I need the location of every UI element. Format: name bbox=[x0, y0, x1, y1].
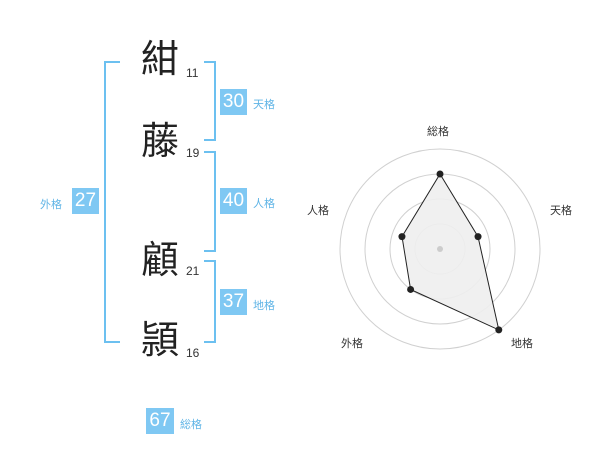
jinkaku-label: 人格 bbox=[253, 197, 275, 210]
chikaku-bracket bbox=[204, 260, 216, 343]
radar-point-1 bbox=[436, 170, 444, 178]
soukaku-value: 67 bbox=[146, 408, 174, 434]
name-char-4-strokes: 16 bbox=[186, 346, 200, 360]
chikaku-label: 地格 bbox=[253, 299, 275, 312]
gaikaku-value: 27 bbox=[72, 188, 99, 214]
chikaku-value: 37 bbox=[220, 289, 247, 315]
jinkaku-value: 40 bbox=[220, 188, 247, 214]
radar-point-3 bbox=[495, 326, 503, 334]
name-char-1: 紺 bbox=[141, 37, 180, 81]
radar-center-dot bbox=[437, 246, 443, 252]
name-char-2-strokes: 19 bbox=[186, 146, 200, 160]
radar-axis-label-tenkaku: 天格 bbox=[550, 204, 572, 217]
radar-series-polygon bbox=[401, 173, 500, 331]
radar-axis-label-chikaku: 地格 bbox=[511, 337, 533, 350]
radar-ring-4 bbox=[339, 148, 541, 350]
radar-point-2 bbox=[474, 233, 482, 241]
radar-point-4 bbox=[407, 285, 415, 293]
gaikaku-bracket bbox=[104, 61, 120, 343]
name-char-3: 顧 bbox=[141, 238, 180, 282]
name-char-2: 藤 bbox=[141, 119, 180, 163]
radar-axis-label-soukaku: 総格 bbox=[427, 125, 449, 138]
name-char-3-strokes: 21 bbox=[186, 264, 200, 278]
name-char-4: 頴 bbox=[141, 318, 180, 362]
soukaku-label: 総格 bbox=[180, 418, 202, 431]
tenkaku-label: 天格 bbox=[253, 98, 275, 111]
gaikaku-label: 外格 bbox=[40, 198, 62, 211]
radar-point-5 bbox=[398, 233, 406, 241]
jinkaku-bracket bbox=[204, 151, 216, 252]
tenkaku-value: 30 bbox=[220, 89, 247, 115]
name-char-1-strokes: 11 bbox=[186, 66, 199, 80]
radar-axis-label-jinkaku: 人格 bbox=[307, 204, 329, 217]
tenkaku-bracket bbox=[204, 61, 216, 141]
radar-axis-label-gaikaku: 外格 bbox=[341, 337, 363, 350]
